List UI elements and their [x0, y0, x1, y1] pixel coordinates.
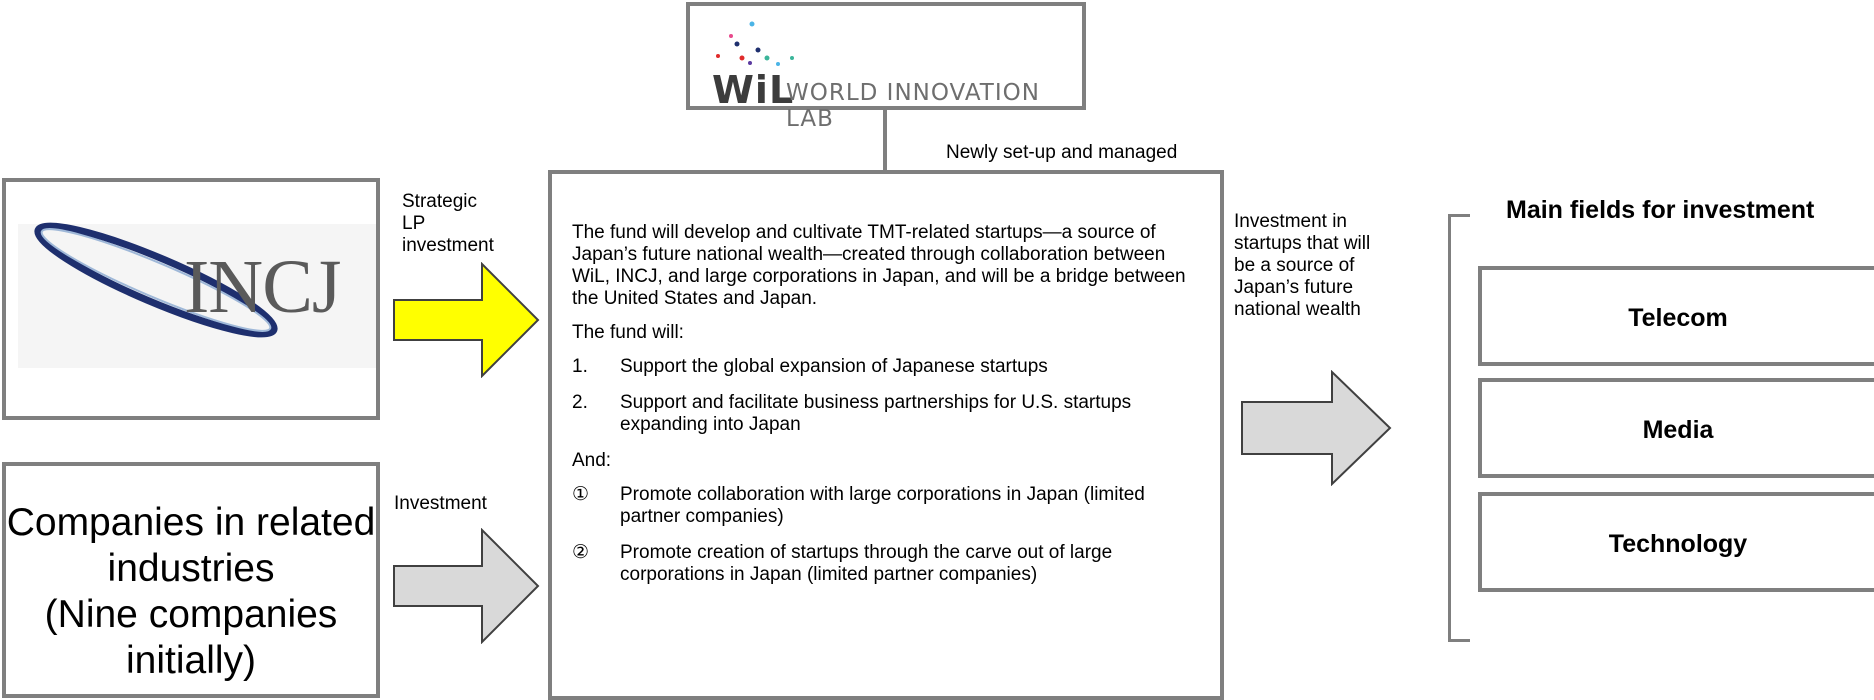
- field-label: Telecom: [1628, 304, 1728, 332]
- list-item-number: 2.: [572, 392, 588, 413]
- list-item: ① Promote collaboration with large corpo…: [572, 484, 1194, 528]
- wil-logo-box: WiL WORLD INNOVATION LAB: [686, 2, 1086, 132]
- field-media-box: Media: [1478, 378, 1874, 478]
- list-item: 2. Support and facilitate business partn…: [572, 392, 1194, 436]
- fund-description-box: The fund will develop and cultivate TMT-…: [548, 170, 1224, 700]
- companies-label: Companies in related industries (Nine co…: [6, 501, 376, 682]
- startup-investment-label: Investment in startups that will be a so…: [1234, 211, 1371, 320]
- connector-line: [883, 110, 887, 170]
- list-item-text: Promote creation of startups through the…: [620, 542, 1113, 585]
- list-item-number: ②: [572, 542, 590, 563]
- field-label: Technology: [1608, 530, 1748, 558]
- list-item-text: Support the global expansion of Japanese…: [620, 356, 1048, 377]
- list-item-text: Support and facilitate business partners…: [620, 392, 1132, 435]
- incj-logo-box: INCJ: [2, 178, 380, 420]
- list-item-number: ①: [572, 484, 590, 505]
- company-investment-arrow: [393, 528, 540, 644]
- field-telecom-box: Telecom: [1478, 266, 1874, 366]
- wil-dots-icon: [716, 21, 794, 66]
- strategic-lp-label: Strategic LP investment: [402, 191, 494, 256]
- wil-logo-name: WORLD INNOVATION LAB: [786, 80, 1040, 132]
- connector-label: Newly set-up and managed: [946, 142, 1178, 163]
- fields-title: Main fields for investment: [1506, 196, 1815, 224]
- list-item-number: 1.: [572, 356, 588, 377]
- list-item-text: Promote collaboration with large corpora…: [620, 484, 1145, 527]
- wil-logo-mark: WiL: [712, 68, 795, 112]
- incj-ring-icon: [34, 222, 278, 338]
- startup-investment-arrow: [1241, 370, 1392, 486]
- fields-bracket: [1448, 214, 1470, 642]
- field-label: Media: [1642, 416, 1714, 444]
- list-item: ② Promote creation of startups through t…: [572, 542, 1194, 586]
- incj-logo-background: [18, 224, 376, 368]
- companies-box: Companies in related industries (Nine co…: [2, 462, 380, 698]
- fund-will-label: The fund will:: [572, 322, 684, 343]
- field-technology-box: Technology: [1478, 492, 1874, 592]
- incj-logo-text: INCJ: [184, 245, 341, 329]
- investment-label: Investment: [394, 493, 487, 514]
- fund-and-label: And:: [572, 450, 612, 471]
- strategic-investment-arrow: [393, 262, 540, 378]
- list-item: 1. Support the global expansion of Japan…: [572, 356, 1194, 378]
- fund-intro-text: The fund will develop and cultivate TMT-…: [572, 222, 1186, 309]
